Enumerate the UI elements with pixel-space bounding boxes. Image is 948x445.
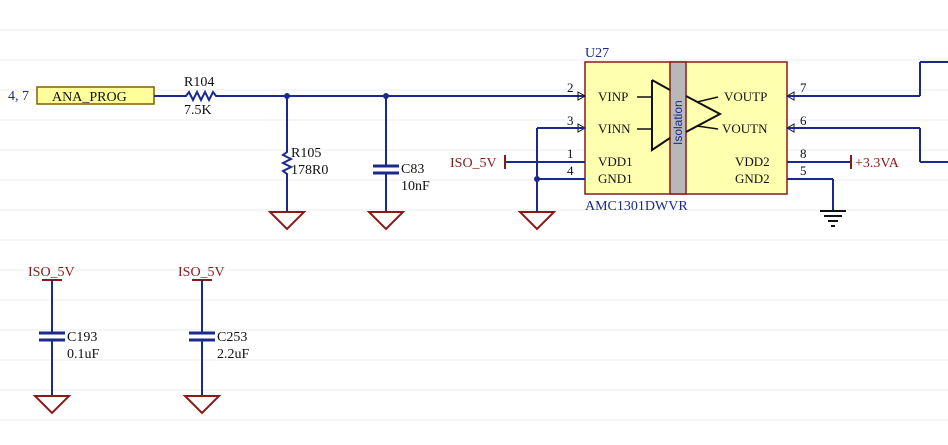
u27-pin-gnd1-name: GND1 bbox=[598, 171, 633, 186]
sheet-grid bbox=[0, 29, 948, 421]
capacitor-c253[interactable] bbox=[189, 331, 215, 342]
junction-gnd1 bbox=[534, 176, 540, 182]
u27-voutn-internal bbox=[696, 125, 719, 130]
u27-voutp-internal bbox=[696, 96, 719, 103]
u27-isolation-label: Isolation bbox=[671, 100, 685, 145]
capacitor-c193[interactable] bbox=[39, 331, 65, 342]
r104-ref: R104 bbox=[184, 75, 214, 90]
u27-pin-4-num: 4 bbox=[567, 163, 574, 178]
u27-amp-input-edge bbox=[651, 79, 671, 91]
u27-pin-vdd1-name: VDD1 bbox=[598, 154, 633, 169]
ground-c83-icon bbox=[366, 211, 406, 231]
ic-u27[interactable]: Isolation bbox=[584, 61, 788, 195]
u27-pin-6-num: 6 bbox=[800, 113, 807, 128]
u27-pin-2-num: 2 bbox=[567, 80, 574, 95]
u27-pin-7-num: 7 bbox=[800, 80, 807, 95]
u27-pin-vinn-name: VINN bbox=[598, 121, 631, 136]
net-port-ana-prog[interactable]: ANA_PROG bbox=[36, 86, 155, 105]
u27-pin-5-num: 5 bbox=[800, 163, 807, 178]
plus33va-label: +3.3VA bbox=[855, 156, 900, 171]
capacitor-c83[interactable] bbox=[373, 164, 399, 175]
c83-ref: C83 bbox=[401, 162, 424, 177]
u27-pin-gnd2-name: GND2 bbox=[735, 171, 770, 186]
u27-pin-vdd2-name: VDD2 bbox=[735, 154, 770, 169]
iso5v-c253-label: ISO_5V bbox=[178, 265, 225, 280]
u27-amp-input-triangle-icon bbox=[651, 80, 671, 152]
earth-ground-icon bbox=[820, 210, 846, 227]
c253-ref: C253 bbox=[217, 330, 247, 345]
r105-value: 178R0 bbox=[291, 163, 328, 178]
iso5v-c193-label: ISO_5V bbox=[28, 265, 75, 280]
c83-value: 10nF bbox=[401, 179, 430, 194]
resistor-r105[interactable] bbox=[280, 148, 294, 178]
net-port-ref: 4, 7 bbox=[8, 89, 29, 104]
ground-gnd1-icon bbox=[517, 211, 557, 231]
r105-ref: R105 bbox=[291, 146, 321, 161]
u27-pin-2-arrow-icon bbox=[577, 91, 587, 101]
ground-c253-icon bbox=[182, 395, 222, 415]
c193-ref: C193 bbox=[67, 330, 97, 345]
ground-c193-icon bbox=[32, 395, 72, 415]
u27-part: AMC1301DWVR bbox=[585, 199, 688, 214]
ground-r105-icon bbox=[267, 211, 307, 231]
net-port-label: ANA_PROG bbox=[52, 90, 127, 105]
u27-ref: U27 bbox=[585, 46, 609, 61]
u27-pin-1-num: 1 bbox=[567, 146, 574, 161]
u27-pin-vinp-name: VINP bbox=[598, 89, 628, 104]
u27-pin-voutn-name: VOUTN bbox=[722, 121, 768, 136]
u27-pin-voutp-name: VOUTP bbox=[724, 89, 767, 104]
u27-pin-3-num: 3 bbox=[567, 113, 574, 128]
resistor-r104[interactable] bbox=[182, 89, 220, 103]
c253-value: 2.2uF bbox=[217, 347, 250, 362]
r104-value: 7.5K bbox=[184, 103, 212, 118]
u27-pin-8-num: 8 bbox=[800, 146, 807, 161]
iso5v-left-label: ISO_5V bbox=[450, 156, 497, 171]
c193-value: 0.1uF bbox=[67, 347, 100, 362]
